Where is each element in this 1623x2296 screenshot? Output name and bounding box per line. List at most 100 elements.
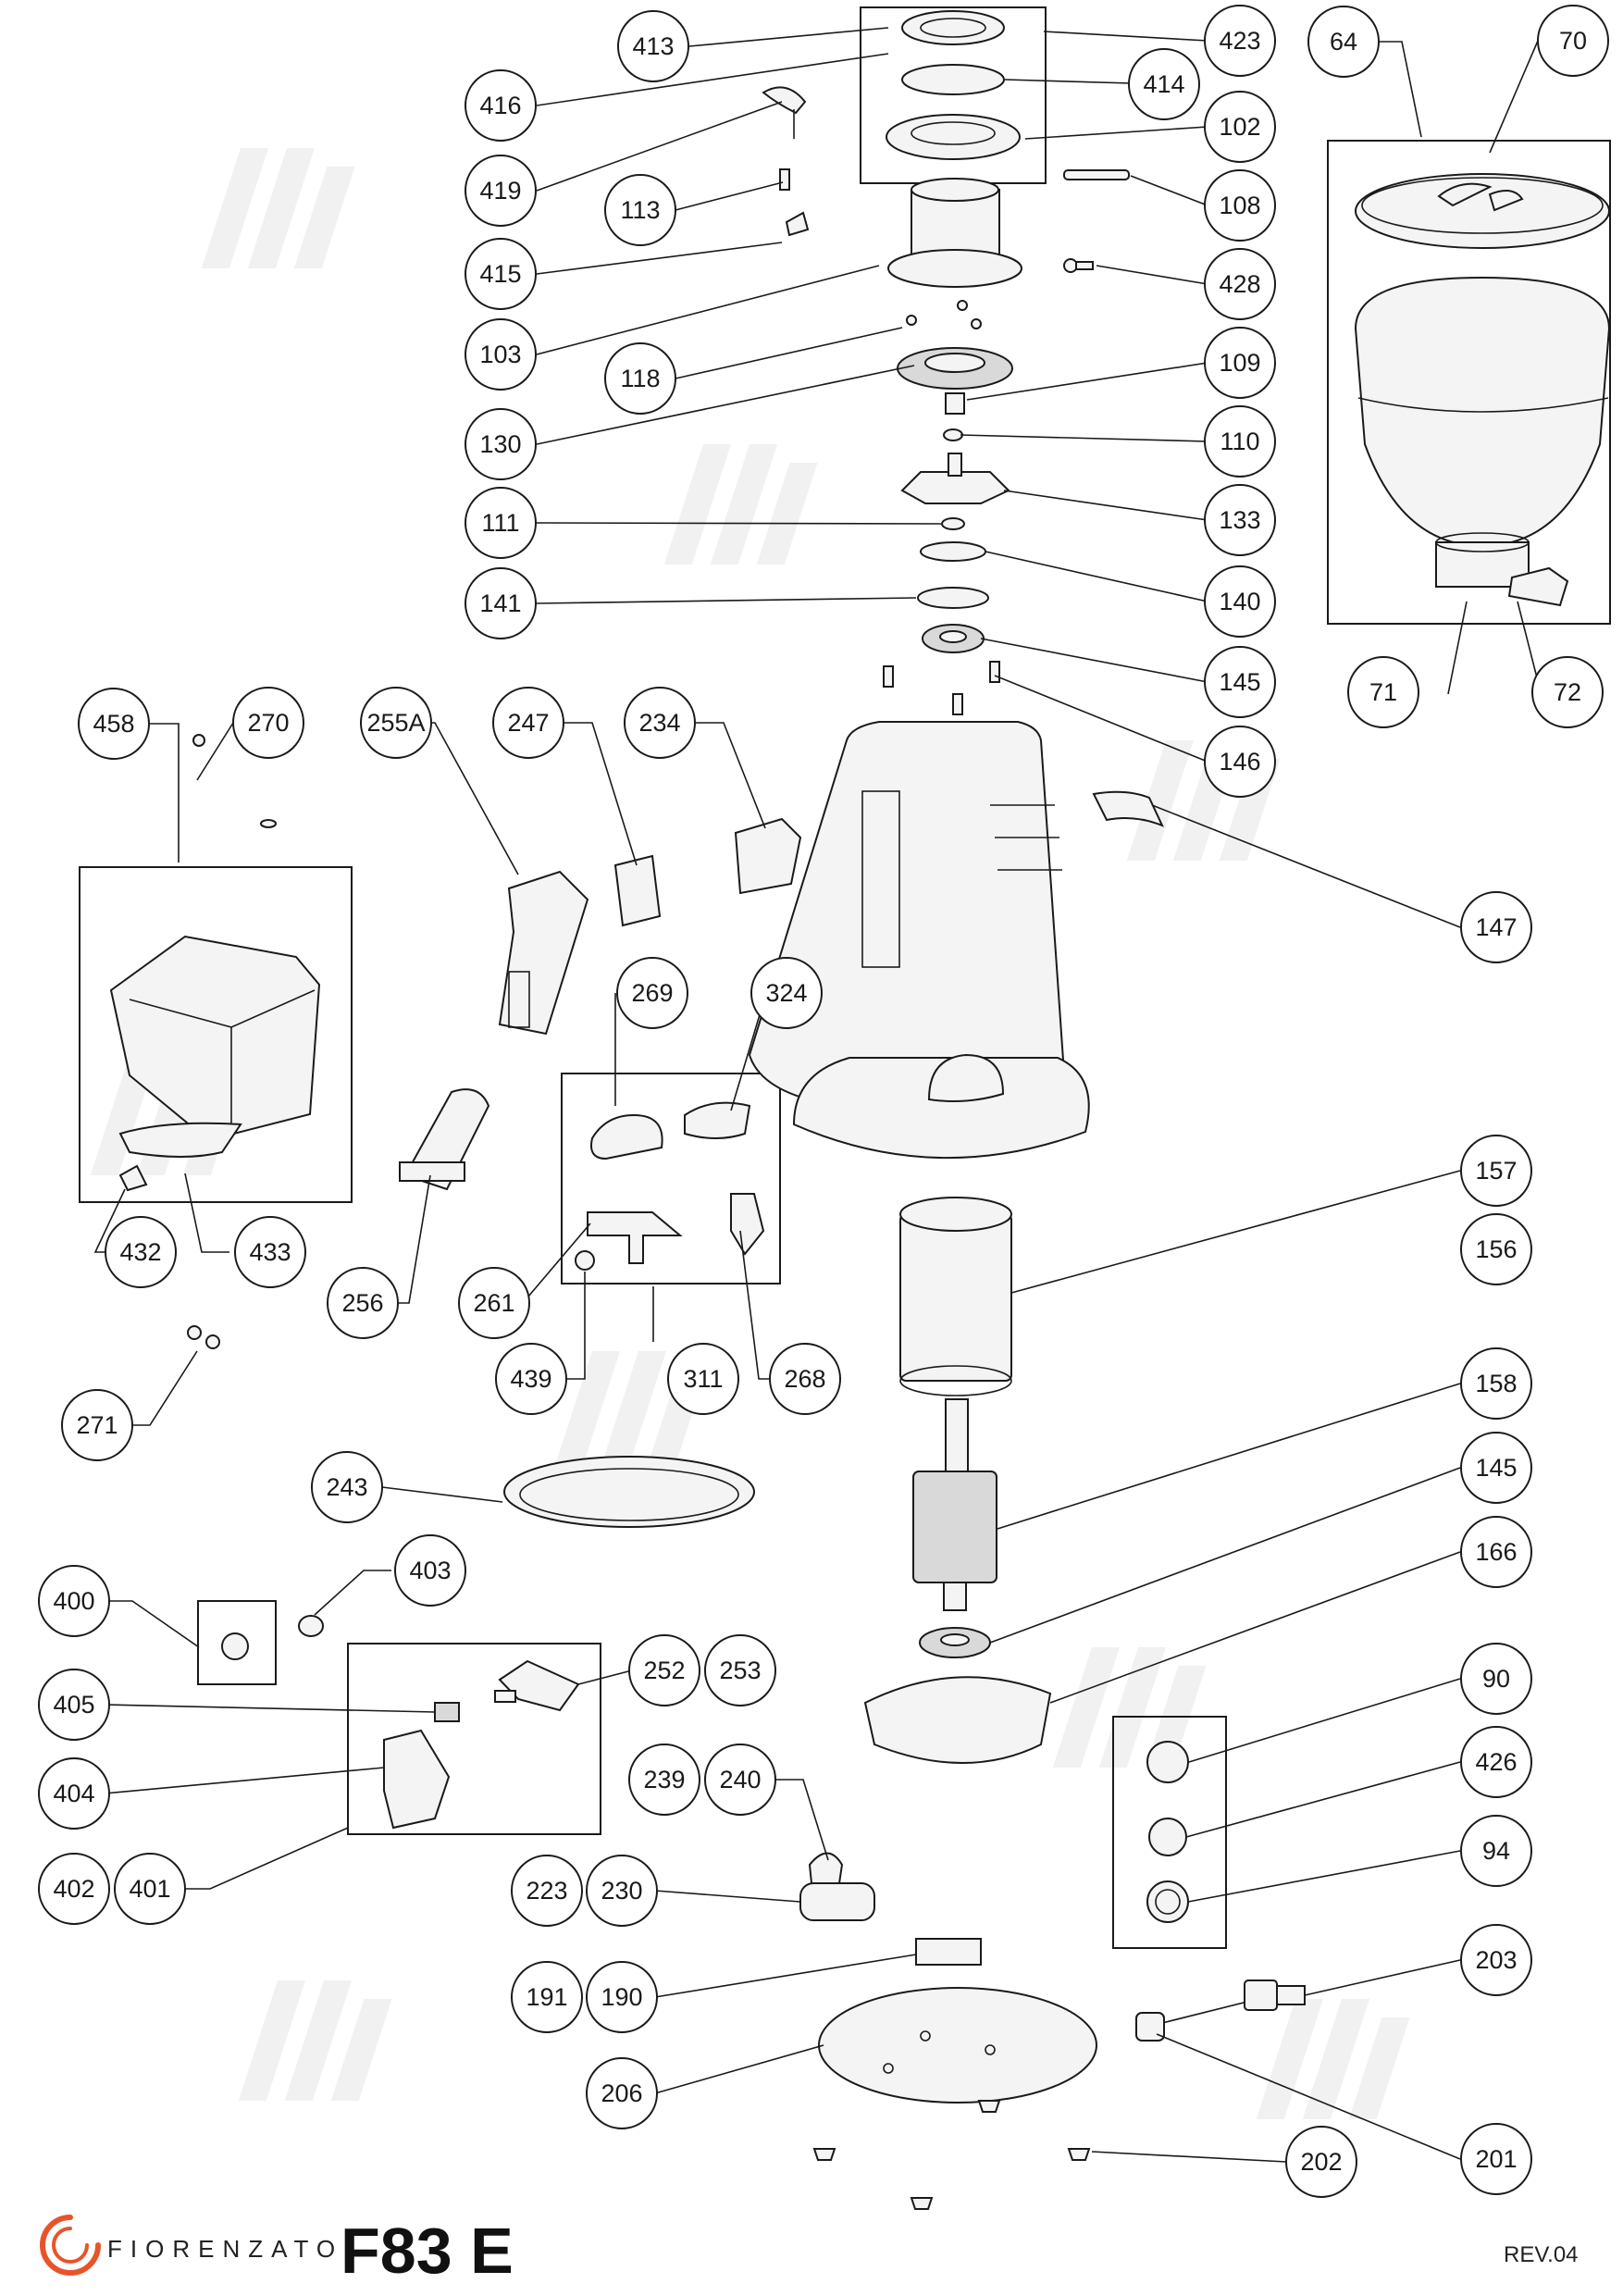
model-title: F83 E bbox=[341, 2215, 514, 2287]
leader-lines bbox=[93, 27, 1542, 2163]
callout-146: 146 bbox=[1204, 726, 1276, 798]
callout-label: 108 bbox=[1219, 192, 1260, 219]
callout-label: 413 bbox=[632, 32, 674, 60]
callout-252: 252 bbox=[628, 1634, 700, 1706]
callout-circle bbox=[114, 1853, 186, 1925]
callout-191: 191 bbox=[511, 1961, 583, 2033]
callout-circle bbox=[495, 1343, 567, 1415]
callout-413: 413 bbox=[617, 10, 689, 82]
callout-404: 404 bbox=[38, 1757, 110, 1830]
callout-label: 113 bbox=[620, 196, 660, 224]
callout-circle bbox=[1460, 1213, 1532, 1285]
callout-label: 145 bbox=[1475, 1454, 1517, 1482]
callout-label: 94 bbox=[1482, 1837, 1510, 1865]
callout-circle bbox=[1460, 1516, 1532, 1588]
callout-label: 255A bbox=[366, 709, 425, 737]
callout-label: 243 bbox=[326, 1473, 367, 1501]
callout-circle bbox=[1460, 1347, 1532, 1420]
callout-133: 133 bbox=[1204, 484, 1276, 556]
callout-label: 428 bbox=[1219, 270, 1260, 298]
callout-label: 439 bbox=[510, 1365, 551, 1393]
callout-circle bbox=[327, 1267, 399, 1339]
group-box-switch bbox=[347, 1643, 601, 1835]
callout-label: 140 bbox=[1219, 588, 1260, 615]
callout-circle bbox=[1204, 91, 1276, 163]
callout-234: 234 bbox=[624, 687, 696, 759]
callout-90: 90 bbox=[1460, 1643, 1532, 1715]
group-box-fork bbox=[561, 1073, 781, 1285]
callout-130: 130 bbox=[465, 408, 537, 480]
callout-203: 203 bbox=[1460, 1924, 1532, 1996]
callout-circle bbox=[38, 1669, 110, 1741]
callout-113: 113 bbox=[604, 174, 676, 246]
callout-circle bbox=[1460, 2123, 1532, 2195]
callout-label: 271 bbox=[76, 1411, 118, 1439]
callout-158: 158 bbox=[1460, 1347, 1532, 1420]
callout-label: 191 bbox=[526, 1983, 567, 2011]
callout-label: 145 bbox=[1219, 668, 1260, 696]
callout-label: 324 bbox=[765, 979, 807, 1007]
callout-circle bbox=[394, 1534, 466, 1607]
callout-432: 432 bbox=[105, 1216, 177, 1288]
callout-439: 439 bbox=[495, 1343, 567, 1415]
callout-circle bbox=[1460, 1432, 1532, 1504]
callout-110: 110 bbox=[1204, 405, 1276, 478]
callout-circle bbox=[1204, 248, 1276, 320]
callout-circle bbox=[1460, 1726, 1532, 1798]
callout-70: 70 bbox=[1537, 5, 1609, 77]
group-box-spout bbox=[79, 866, 353, 1203]
callout-label: 201 bbox=[1475, 2145, 1517, 2173]
callout-255A: 255A bbox=[360, 687, 432, 759]
callout-circle bbox=[465, 487, 537, 559]
callout-label: 268 bbox=[784, 1365, 825, 1393]
callout-label: 240 bbox=[719, 1766, 761, 1793]
callout-circle bbox=[1307, 6, 1380, 78]
callout-label: 202 bbox=[1300, 2148, 1342, 2176]
group-box-400 bbox=[197, 1600, 277, 1685]
callout-label: 256 bbox=[341, 1289, 383, 1317]
callout-111: 111 bbox=[465, 487, 537, 559]
callout-circle bbox=[704, 1634, 776, 1706]
callout-269: 269 bbox=[616, 957, 688, 1029]
callout-label: 166 bbox=[1475, 1538, 1517, 1566]
callout-239: 239 bbox=[628, 1744, 700, 1816]
callout-94: 94 bbox=[1460, 1815, 1532, 1887]
callout-402: 402 bbox=[38, 1853, 110, 1925]
callout-circle bbox=[38, 1565, 110, 1637]
callout-label: 146 bbox=[1219, 748, 1260, 776]
callout-label: 70 bbox=[1559, 27, 1587, 55]
callout-label: 158 bbox=[1475, 1370, 1517, 1397]
callout-103: 103 bbox=[465, 318, 537, 391]
callout-circle bbox=[624, 687, 696, 759]
callout-71: 71 bbox=[1347, 656, 1419, 728]
callout-423: 423 bbox=[1204, 5, 1276, 77]
callout-label: 311 bbox=[683, 1365, 723, 1393]
callout-140: 140 bbox=[1204, 565, 1276, 638]
callout-circle bbox=[616, 957, 688, 1029]
callout-label: 141 bbox=[479, 590, 521, 617]
callout-label: 147 bbox=[1475, 913, 1517, 941]
callout-166: 166 bbox=[1460, 1516, 1532, 1588]
callout-426: 426 bbox=[1460, 1726, 1532, 1798]
callout-label: 111 bbox=[481, 509, 519, 537]
callout-label: 405 bbox=[53, 1691, 94, 1719]
callout-circle bbox=[586, 2057, 658, 2129]
callout-circle bbox=[1204, 169, 1276, 242]
callout-circle bbox=[465, 238, 537, 310]
callout-circle bbox=[1537, 5, 1609, 77]
callout-label: 404 bbox=[53, 1780, 94, 1807]
callout-108: 108 bbox=[1204, 169, 1276, 242]
callout-label: 223 bbox=[526, 1877, 567, 1905]
callout-141: 141 bbox=[465, 567, 537, 639]
callout-circle bbox=[234, 1216, 306, 1288]
callout-circle bbox=[465, 408, 537, 480]
callout-circle bbox=[617, 10, 689, 82]
callout-223: 223 bbox=[511, 1855, 583, 1927]
callout-72: 72 bbox=[1531, 656, 1604, 728]
callout-label: 71 bbox=[1369, 678, 1397, 706]
callout-label: 269 bbox=[631, 979, 673, 1007]
callout-label: 415 bbox=[479, 260, 521, 288]
callout-label: 190 bbox=[601, 1983, 642, 2011]
callout-circle bbox=[492, 687, 564, 759]
callout-circle bbox=[1460, 891, 1532, 963]
